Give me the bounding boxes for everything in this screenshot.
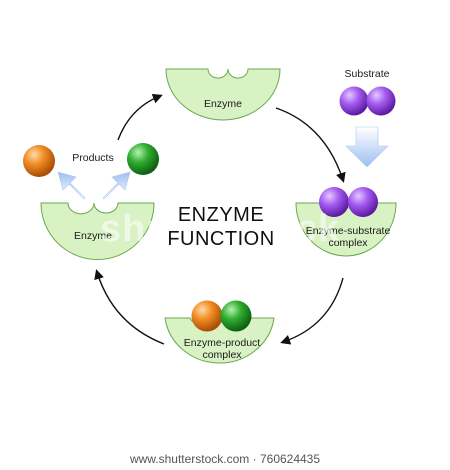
bound-substrate-1: [319, 187, 349, 217]
enzyme-top-shape: [165, 68, 281, 121]
footer-text: www.shutterstock.com · 760624435: [129, 452, 321, 466]
watermark: shutterstock: [100, 208, 341, 250]
bound-substrate-2: [348, 187, 378, 217]
cycle-arrow-left-top: [117, 93, 163, 141]
footer-bar: www.shutterstock.com · 760624435: [0, 446, 450, 470]
release-arrow-left-icon: [57, 171, 86, 200]
product-orange-molecule: [23, 145, 55, 177]
enzyme-substrate-complex-label-line1: Enzyme-substrate: [305, 225, 391, 237]
diagram-title: ENZYME FUNCTION: [160, 203, 282, 251]
enzyme-top-label: Enzyme: [204, 98, 242, 110]
cycle-arrow-left-bottom: [94, 269, 165, 345]
enzyme-product-complex-label-line2: complex: [202, 349, 242, 361]
bound-product-green: [220, 300, 252, 332]
binding-arrow-icon: [345, 126, 389, 168]
diagram-title-line1: ENZYME: [177, 204, 265, 226]
enzyme-substrate-complex-label-line2: complex: [328, 237, 368, 249]
enzyme-left-label: Enzyme: [74, 230, 112, 242]
diagram-title-line2: FUNCTION: [167, 228, 275, 250]
substrate-molecule-2: [366, 86, 396, 116]
cycle-arrow-right-top: [275, 107, 346, 183]
enzyme-product-complex-label-line1: Enzyme-product: [183, 337, 261, 349]
enzyme-left-shape: [40, 202, 155, 260]
release-arrow-right-icon: [102, 171, 131, 200]
products-label: Products: [72, 152, 114, 164]
product-green-molecule: [127, 143, 159, 175]
bound-product-orange: [191, 300, 223, 332]
cycle-arrow-right-bottom: [280, 277, 344, 345]
substrate-label: Substrate: [344, 68, 390, 80]
substrate-molecule-1: [339, 86, 369, 116]
